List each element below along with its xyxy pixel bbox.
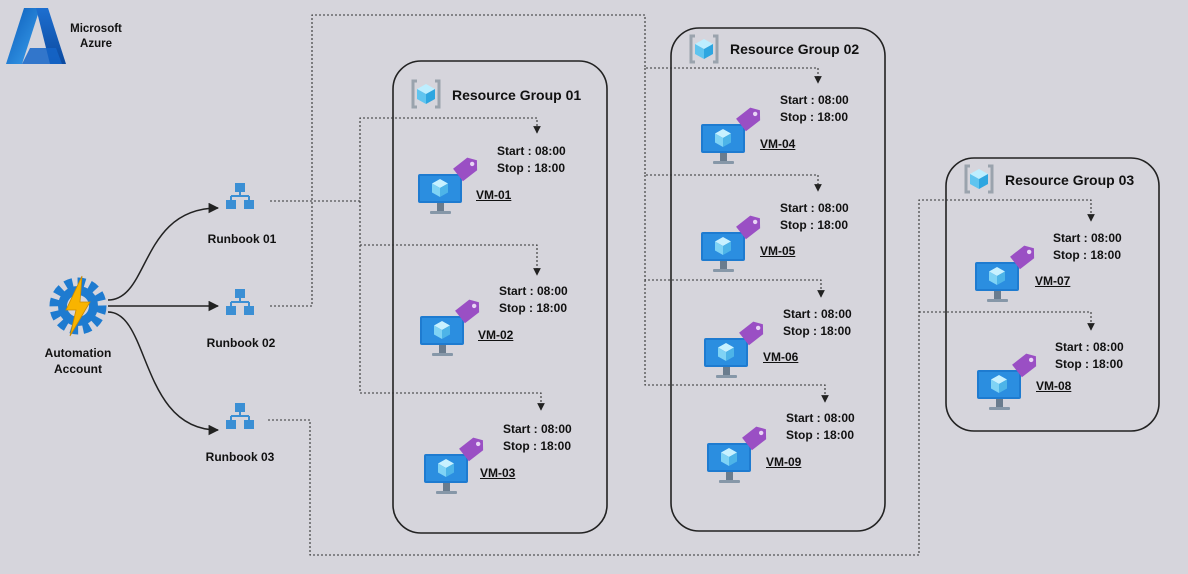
runbook-03-label: Runbook 03 xyxy=(205,450,275,464)
vm-09-schedule: Start : 08:00 Stop : 18:00 xyxy=(786,410,855,443)
vm-09-name: VM-09 xyxy=(766,455,802,469)
vm-03-stop-time: Stop : 18:00 xyxy=(503,438,572,453)
vm-02-icon xyxy=(420,295,484,356)
automation-label-line-1: Automation xyxy=(44,346,112,360)
vm-04-stop-time: Stop : 18:00 xyxy=(780,109,849,124)
connector-runbook02-vm04 xyxy=(270,14,822,307)
connector-automation-runbook01 xyxy=(107,202,220,301)
vm-04-schedule: Start : 08:00 Stop : 18:00 xyxy=(780,92,849,125)
vm-06-icon xyxy=(704,317,768,378)
vm-05-start-time: Start : 08:00 xyxy=(780,201,849,215)
azure-logo-icon xyxy=(6,8,66,64)
resource-group-02-box xyxy=(670,27,886,532)
vm-06-start-time: Start : 08:00 xyxy=(783,307,852,321)
vm-03-name: VM-03 xyxy=(480,466,516,480)
connector-runbook01-vm01 xyxy=(270,117,541,202)
automation-label-line-2: Account xyxy=(54,362,102,376)
vm-06-name: VM-06 xyxy=(763,350,799,364)
vm-03-start-time: Start : 08:00 xyxy=(503,422,572,436)
resource-group-01-box xyxy=(392,60,608,534)
vm-01-stop-time: Stop : 18:00 xyxy=(497,160,566,175)
vm-06-schedule: Start : 08:00 Stop : 18:00 xyxy=(783,306,852,339)
connector-runbook01-vm02 xyxy=(359,201,541,276)
runbook-03-icon xyxy=(225,402,255,430)
vm-07-name: VM-07 xyxy=(1035,274,1071,288)
vm-08-icon xyxy=(977,349,1041,410)
automation-account-icon xyxy=(49,275,107,337)
vm-07-schedule: Start : 08:00 Stop : 18:00 xyxy=(1053,230,1122,263)
vm-02-stop-time: Stop : 18:00 xyxy=(499,300,568,315)
vm-09-stop-time: Stop : 18:00 xyxy=(786,427,855,442)
vm-04-start-time: Start : 08:00 xyxy=(780,93,849,107)
vm-01-icon xyxy=(418,153,482,214)
runbook-02-label: Runbook 02 xyxy=(206,336,276,350)
vm-08-stop-time: Stop : 18:00 xyxy=(1055,356,1124,371)
vm-07-icon xyxy=(975,241,1039,302)
connector-runbook02-vm05 xyxy=(644,68,822,192)
connector-automation-runbook03 xyxy=(107,311,220,436)
vm-02-schedule: Start : 08:00 Stop : 18:00 xyxy=(499,283,568,316)
connector-runbook03-vm07 xyxy=(268,199,1095,556)
vm-08-schedule: Start : 08:00 Stop : 18:00 xyxy=(1055,339,1124,372)
brand-line-2: Azure xyxy=(80,38,112,50)
vm-04-name: VM-04 xyxy=(760,137,796,151)
resource-group-03-box xyxy=(945,157,1160,432)
vm-04-icon xyxy=(701,103,765,164)
vm-03-schedule: Start : 08:00 Stop : 18:00 xyxy=(503,421,572,454)
vm-06-stop-time: Stop : 18:00 xyxy=(783,323,852,338)
vm-09-start-time: Start : 08:00 xyxy=(786,411,855,425)
vm-01-schedule: Start : 08:00 Stop : 18:00 xyxy=(497,143,566,176)
vm-05-icon xyxy=(701,211,765,272)
azure-brand-label: Microsoft Azure xyxy=(66,22,126,52)
vm-03-icon xyxy=(424,433,488,494)
vm-07-start-time: Start : 08:00 xyxy=(1053,231,1122,245)
vm-02-start-time: Start : 08:00 xyxy=(499,284,568,298)
vm-01-name: VM-01 xyxy=(476,188,512,202)
runbook-02-icon xyxy=(225,288,255,316)
connector-runbook02-vm06 xyxy=(644,175,825,298)
brand-line-1: Microsoft xyxy=(70,23,122,35)
resource-group-01-title: Resource Group 01 xyxy=(452,87,582,103)
runbook-01-icon xyxy=(225,182,255,210)
vm-08-start-time: Start : 08:00 xyxy=(1055,340,1124,354)
resource-group-03-title: Resource Group 03 xyxy=(1005,172,1135,188)
vm-02-name: VM-02 xyxy=(478,328,514,342)
vm-09-icon xyxy=(707,422,771,483)
runbook-01-label: Runbook 01 xyxy=(207,232,277,246)
resource-group-02-title: Resource Group 02 xyxy=(730,41,860,57)
resource-group-01-icon xyxy=(411,79,441,109)
vm-08-name: VM-08 xyxy=(1036,379,1072,393)
vm-01-start-time: Start : 08:00 xyxy=(497,144,566,158)
vm-05-name: VM-05 xyxy=(760,244,796,258)
resource-group-02-icon xyxy=(689,34,719,64)
connector-runbook01-vm03 xyxy=(359,245,545,411)
vm-07-stop-time: Stop : 18:00 xyxy=(1053,247,1122,262)
resource-group-03-icon xyxy=(964,164,994,194)
automation-account-label: Automation Account xyxy=(38,345,118,377)
vm-05-stop-time: Stop : 18:00 xyxy=(780,217,849,232)
connector-runbook03-vm08 xyxy=(919,311,1095,331)
vm-05-schedule: Start : 08:00 Stop : 18:00 xyxy=(780,200,849,233)
connector-runbook02-vm09 xyxy=(644,280,829,403)
